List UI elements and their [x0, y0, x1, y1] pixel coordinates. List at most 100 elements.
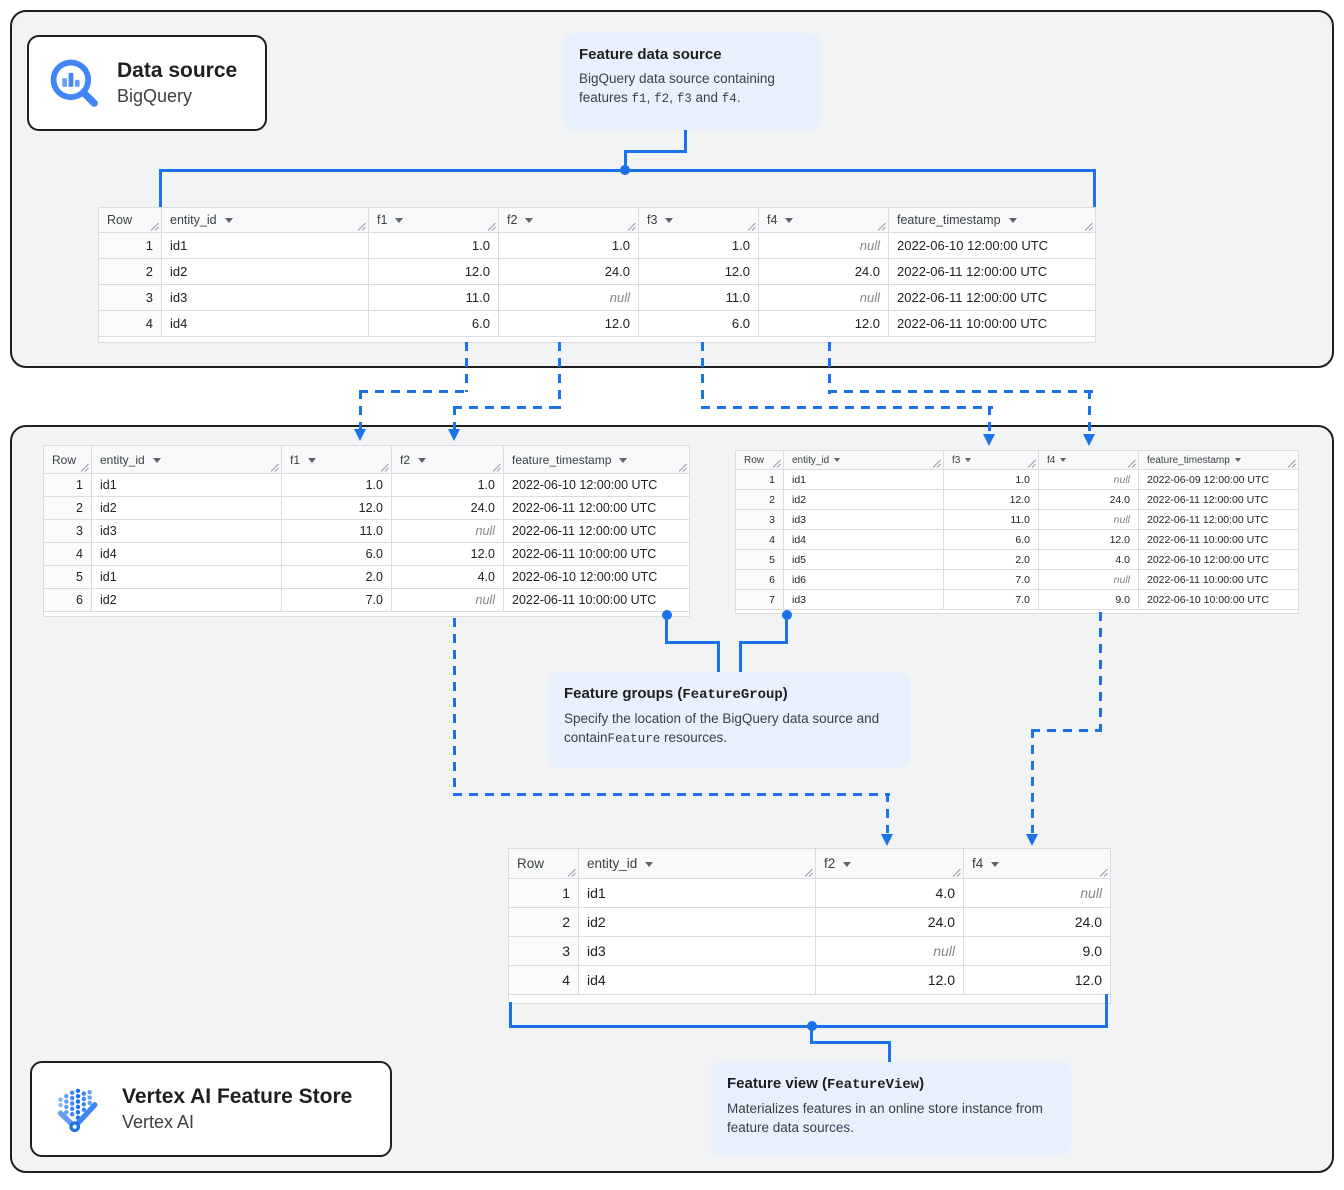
cell-f3: 12.0 — [638, 258, 759, 285]
dashed-connector-f2 — [558, 342, 561, 409]
column-header-row: Row — [735, 450, 784, 470]
cell-f2: null — [498, 284, 639, 311]
cell-entity_id: id1 — [161, 232, 369, 259]
column-resize-icon — [492, 463, 501, 472]
dashed-connector-f4 — [828, 342, 831, 394]
table-footer-cell — [735, 609, 1299, 614]
cell-row: 6 — [735, 569, 784, 590]
cell-f4: null — [758, 284, 889, 311]
cell-f4: null — [758, 232, 889, 259]
column-resize-icon — [380, 463, 389, 472]
cell-entity_id: id1 — [91, 473, 282, 497]
cell-feature_timestamp: 2022-06-11 10:00:00 UTC — [888, 310, 1096, 337]
cell-f4: null — [1038, 509, 1139, 530]
sort-caret-icon — [418, 457, 427, 463]
column-resize-icon — [877, 222, 886, 231]
cell-entity_id: id1 — [91, 565, 282, 589]
cell-row: 5 — [43, 565, 92, 589]
column-resize-icon — [270, 463, 279, 472]
cell-feature_timestamp: 2022-06-11 12:00:00 UTC — [1138, 509, 1299, 530]
table-footer-cell — [508, 994, 1111, 1004]
table-footer-cell — [98, 336, 1096, 343]
column-resize-icon — [804, 868, 813, 877]
feature-groups-callout: Feature groups (FeatureGroup) Specify th… — [548, 672, 910, 768]
cell-f2: 24.0 — [391, 496, 504, 520]
column-header-entity_id: entity_id — [578, 848, 816, 879]
vertex-ai-icon — [50, 1081, 106, 1137]
cell-feature_timestamp: 2022-06-11 12:00:00 UTC — [888, 284, 1096, 311]
cell-entity_id: id4 — [161, 310, 369, 337]
cell-row: 4 — [735, 529, 784, 550]
cell-feature_timestamp: 2022-06-10 12:00:00 UTC — [503, 473, 690, 497]
card-title: Vertex AI Feature Store — [122, 1085, 353, 1108]
arrow-down-icon — [1026, 834, 1038, 846]
column-resize-icon — [627, 222, 636, 231]
cell-f3: 11.0 — [943, 509, 1039, 530]
arrow-down-icon — [881, 834, 893, 846]
column-resize-icon — [1027, 459, 1036, 468]
column-header-entity_id: entity_id — [91, 445, 282, 474]
sort-caret-icon — [224, 218, 233, 224]
cell-row: 1 — [508, 878, 579, 908]
table-footer-strip — [43, 611, 690, 617]
connector-line — [739, 641, 788, 644]
column-header-entity_id: entity_id — [161, 207, 369, 233]
column-header-f2: f2 — [391, 445, 504, 474]
column-header-row: Row — [43, 445, 92, 474]
cell-f3: 7.0 — [943, 589, 1039, 610]
cell-entity_id: id2 — [91, 588, 282, 612]
column-header-row: Row — [508, 848, 579, 879]
cell-feature_timestamp: 2022-06-11 10:00:00 UTC — [1138, 529, 1299, 550]
column-header-f1: f1 — [281, 445, 392, 474]
callout-body: Specify the location of the BigQuery dat… — [564, 711, 880, 746]
cell-feature_timestamp: 2022-06-11 10:00:00 UTC — [503, 588, 690, 612]
cell-row: 4 — [43, 542, 92, 566]
column-header-f4: f4 — [1038, 450, 1139, 470]
cell-f1: 11.0 — [281, 519, 392, 543]
dashed-connector-f3 — [701, 406, 993, 409]
cell-f2: 1.0 — [498, 232, 639, 259]
arrow-down-icon — [1083, 434, 1095, 446]
cell-entity_id: id3 — [783, 589, 944, 610]
column-resize-icon — [1084, 222, 1093, 231]
column-resize-icon — [150, 222, 159, 231]
cell-f1: 6.0 — [281, 542, 392, 566]
cell-row: 5 — [735, 549, 784, 570]
cell-row: 6 — [43, 588, 92, 612]
cell-f3: 7.0 — [943, 569, 1039, 590]
cell-f2: 24.0 — [815, 907, 964, 937]
cell-feature_timestamp: 2022-06-10 12:00:00 UTC — [503, 565, 690, 589]
cell-row: 7 — [735, 589, 784, 610]
column-header-f2: f2 — [815, 848, 964, 879]
cell-f3: 12.0 — [943, 489, 1039, 510]
column-resize-icon — [357, 222, 366, 231]
dashed-connector-f1 — [465, 342, 468, 392]
column-header-row: Row — [98, 207, 162, 233]
connector-line — [717, 641, 720, 672]
sort-caret-icon — [665, 218, 674, 224]
cell-f2: null — [391, 519, 504, 543]
cell-f1: 11.0 — [368, 284, 499, 311]
column-header-f4: f4 — [963, 848, 1111, 879]
dashed-connector-f4-view — [1031, 729, 1034, 833]
cell-row: 3 — [98, 284, 162, 311]
column-header-feature_timestamp: feature_timestamp — [1138, 450, 1299, 470]
cell-f3: 6.0 — [638, 310, 759, 337]
dashed-connector-f4-view — [1031, 729, 1102, 732]
